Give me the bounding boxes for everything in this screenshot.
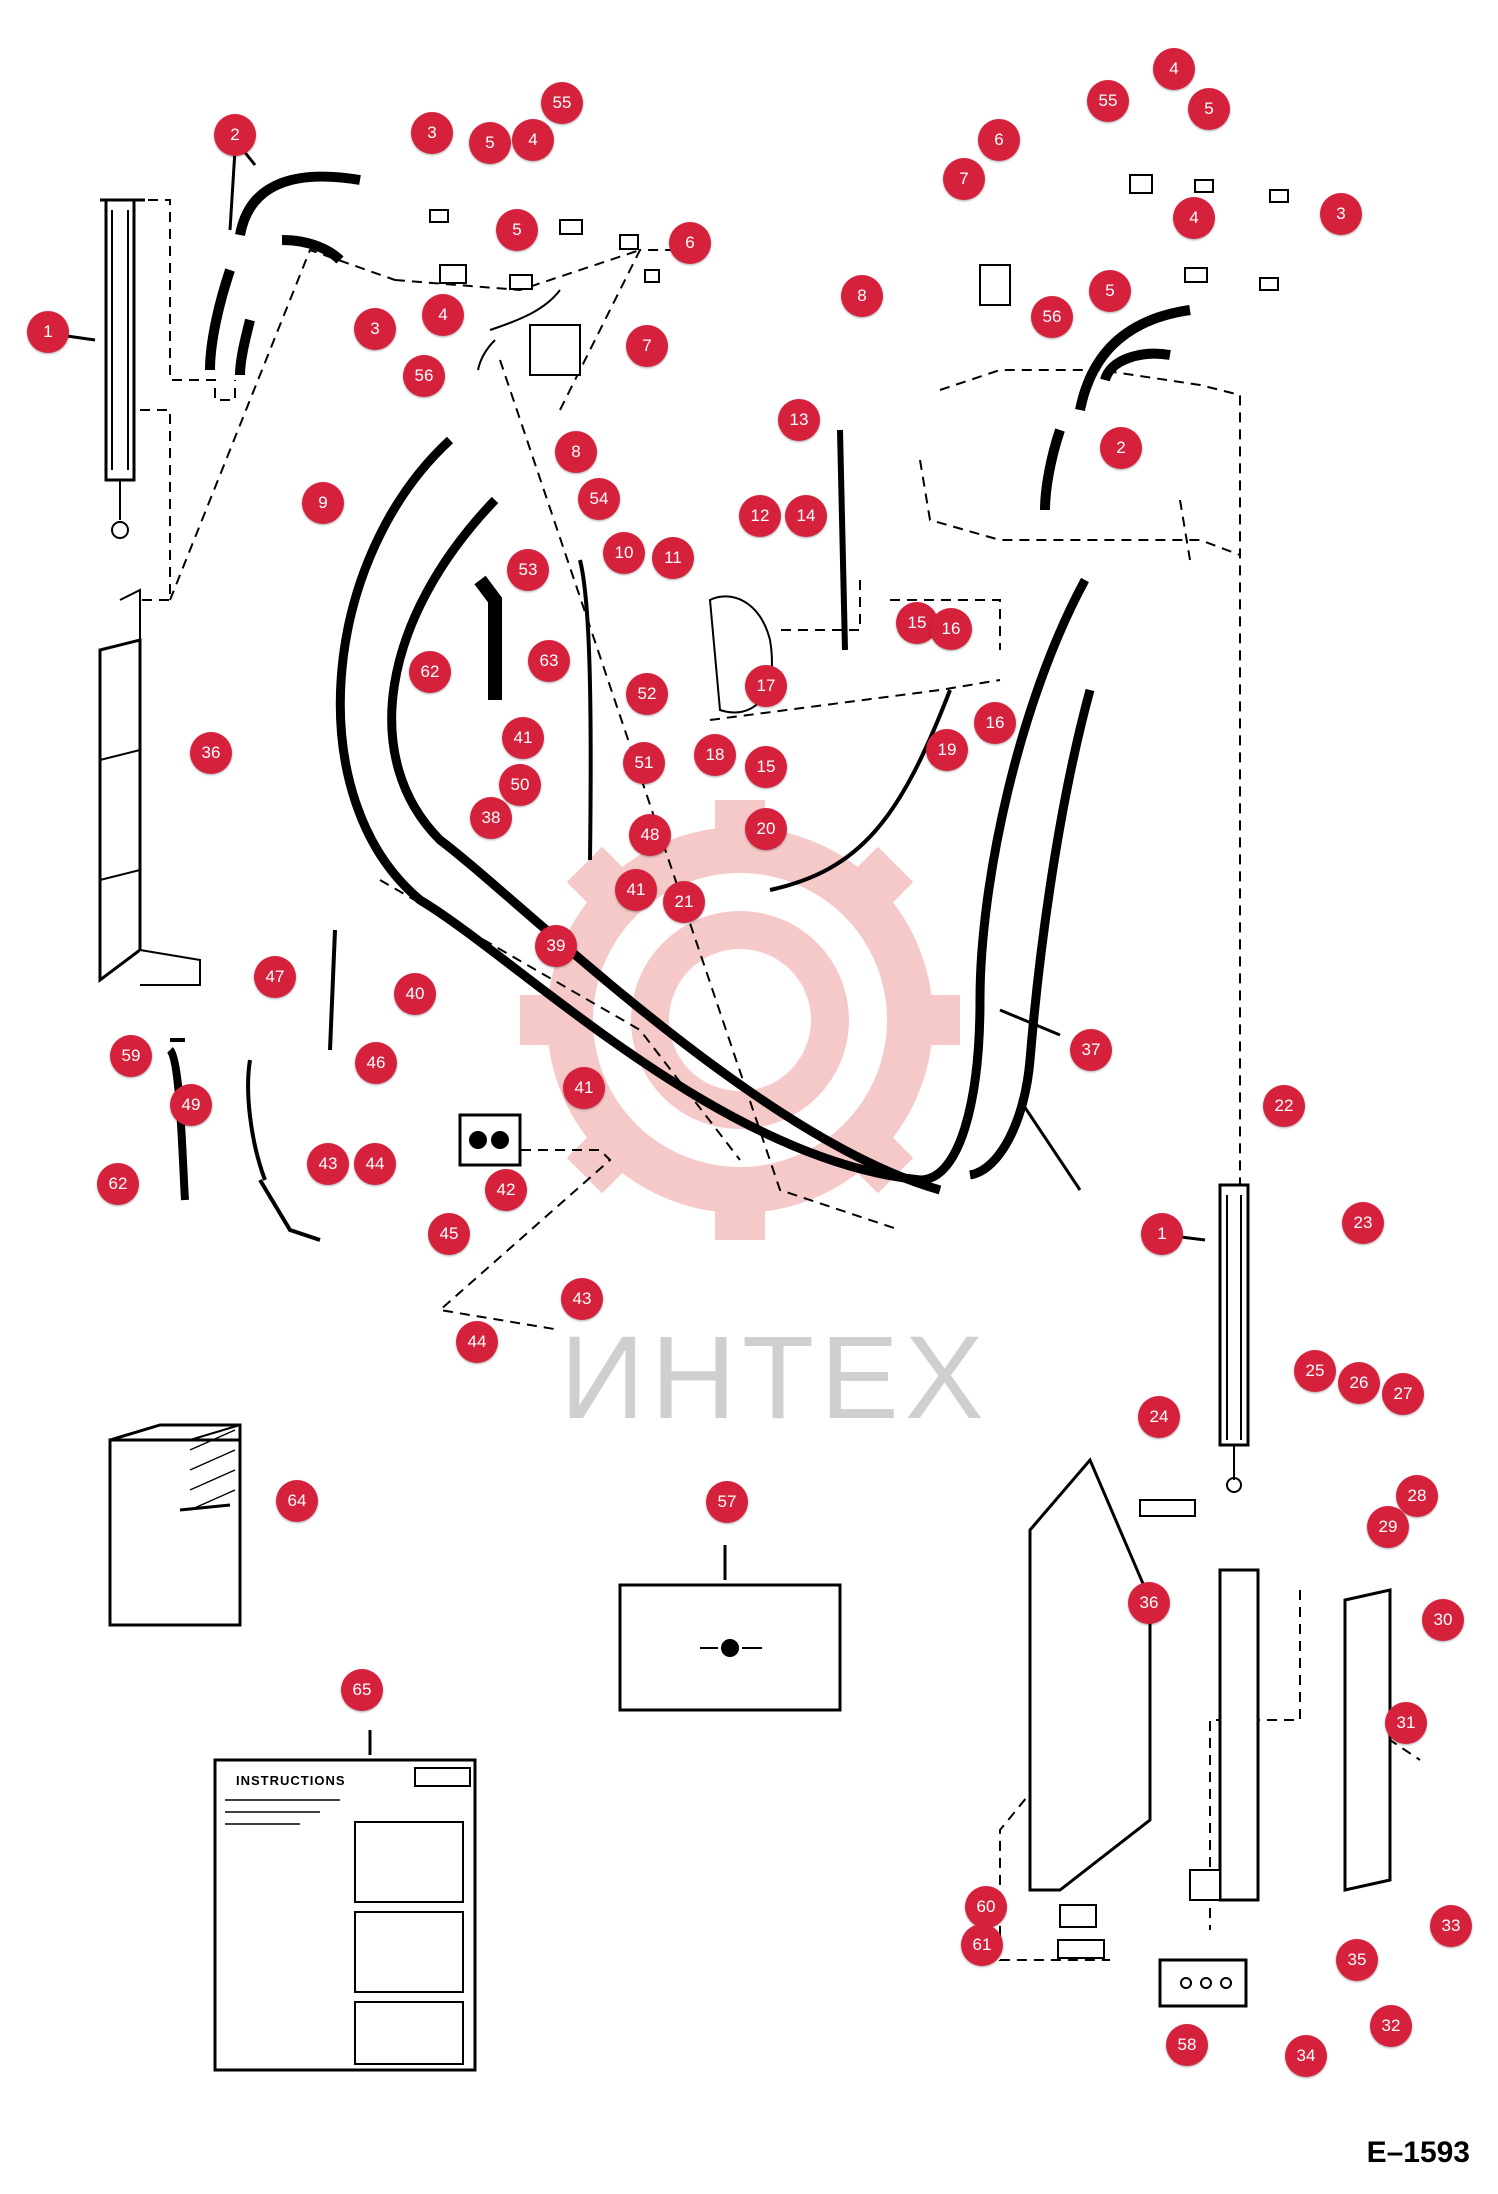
- callout-18[interactable]: 18: [694, 734, 736, 776]
- callout-15b[interactable]: 15: [745, 746, 787, 788]
- callout-7b[interactable]: 7: [943, 158, 985, 200]
- callout-55b[interactable]: 55: [1087, 80, 1129, 122]
- callout-20[interactable]: 20: [745, 808, 787, 850]
- callout-14[interactable]: 14: [785, 495, 827, 537]
- callout-63[interactable]: 63: [528, 640, 570, 682]
- callout-58[interactable]: 58: [1166, 2024, 1208, 2066]
- callout-5c[interactable]: 5: [1188, 88, 1230, 130]
- callout-2[interactable]: 2: [214, 114, 256, 156]
- callout-8b[interactable]: 8: [841, 275, 883, 317]
- callout-31[interactable]: 31: [1385, 1702, 1427, 1744]
- instructions-heading: INSTRUCTIONS: [236, 1773, 346, 1788]
- callout-2b[interactable]: 2: [1100, 427, 1142, 469]
- callout-16b[interactable]: 16: [974, 702, 1016, 744]
- callout-16[interactable]: 16: [930, 608, 972, 650]
- callout-43[interactable]: 43: [307, 1143, 349, 1185]
- callout-22[interactable]: 22: [1263, 1085, 1305, 1127]
- callout-35[interactable]: 35: [1336, 1939, 1378, 1981]
- callout-29[interactable]: 29: [1367, 1506, 1409, 1548]
- callout-9[interactable]: 9: [302, 482, 344, 524]
- callout-3b[interactable]: 3: [354, 308, 396, 350]
- callout-4[interactable]: 4: [512, 119, 554, 161]
- callout-13[interactable]: 13: [778, 399, 820, 441]
- callout-50[interactable]: 50: [499, 764, 541, 806]
- callout-51[interactable]: 51: [623, 742, 665, 784]
- callout-49[interactable]: 49: [170, 1084, 212, 1126]
- drawing-code: E–1593: [1366, 2136, 1470, 2169]
- callout-62b[interactable]: 62: [97, 1163, 139, 1205]
- callout-61[interactable]: 61: [961, 1924, 1003, 1966]
- callout-59[interactable]: 59: [110, 1035, 152, 1077]
- callout-48[interactable]: 48: [629, 814, 671, 856]
- callout-41c[interactable]: 41: [563, 1067, 605, 1109]
- callout-46[interactable]: 46: [355, 1042, 397, 1084]
- callout-44b[interactable]: 44: [456, 1321, 498, 1363]
- callout-3[interactable]: 3: [411, 112, 453, 154]
- callout-28[interactable]: 28: [1396, 1475, 1438, 1517]
- callout-32[interactable]: 32: [1370, 2005, 1412, 2047]
- callout-1b[interactable]: 1: [1141, 1213, 1183, 1255]
- callout-25[interactable]: 25: [1294, 1350, 1336, 1392]
- callout-12[interactable]: 12: [739, 495, 781, 537]
- callout-42[interactable]: 42: [485, 1169, 527, 1211]
- callout-44[interactable]: 44: [354, 1143, 396, 1185]
- callout-64[interactable]: 64: [276, 1480, 318, 1522]
- callout-17[interactable]: 17: [745, 665, 787, 707]
- callout-23[interactable]: 23: [1342, 1202, 1384, 1244]
- callout-56[interactable]: 56: [403, 355, 445, 397]
- callout-56b[interactable]: 56: [1031, 296, 1073, 338]
- callout-6b[interactable]: 6: [978, 119, 1020, 161]
- callout-5b[interactable]: 5: [496, 209, 538, 251]
- callout-65[interactable]: 65: [341, 1669, 383, 1711]
- callout-54[interactable]: 54: [578, 478, 620, 520]
- callout-27[interactable]: 27: [1382, 1373, 1424, 1415]
- callout-3c[interactable]: 3: [1320, 193, 1362, 235]
- callout-19[interactable]: 19: [926, 729, 968, 771]
- callout-34[interactable]: 34: [1285, 2035, 1327, 2077]
- callout-41[interactable]: 41: [502, 717, 544, 759]
- callout-57[interactable]: 57: [706, 1481, 748, 1523]
- callout-4b[interactable]: 4: [422, 294, 464, 336]
- callout-1[interactable]: 1: [27, 311, 69, 353]
- callout-21[interactable]: 21: [663, 881, 705, 923]
- callout-40[interactable]: 40: [394, 973, 436, 1015]
- callout-36b[interactable]: 36: [1128, 1582, 1170, 1624]
- callout-55[interactable]: 55: [541, 82, 583, 124]
- watermark-text: ИНТЕХ: [560, 1312, 990, 1444]
- callout-5[interactable]: 5: [469, 122, 511, 164]
- callout-39[interactable]: 39: [535, 925, 577, 967]
- callout-8[interactable]: 8: [555, 431, 597, 473]
- callout-53[interactable]: 53: [507, 549, 549, 591]
- callout-30[interactable]: 30: [1422, 1599, 1464, 1641]
- callout-45[interactable]: 45: [428, 1213, 470, 1255]
- callout-41b[interactable]: 41: [615, 869, 657, 911]
- callout-60[interactable]: 60: [965, 1886, 1007, 1928]
- callout-52[interactable]: 52: [626, 673, 668, 715]
- callout-36[interactable]: 36: [190, 732, 232, 774]
- callout-7[interactable]: 7: [626, 325, 668, 367]
- callout-26[interactable]: 26: [1338, 1362, 1380, 1404]
- callout-4c[interactable]: 4: [1153, 48, 1195, 90]
- callout-38[interactable]: 38: [470, 797, 512, 839]
- callout-43b[interactable]: 43: [561, 1278, 603, 1320]
- callout-6[interactable]: 6: [669, 222, 711, 264]
- callout-5d[interactable]: 5: [1089, 270, 1131, 312]
- callout-33[interactable]: 33: [1430, 1905, 1472, 1947]
- callout-47[interactable]: 47: [254, 956, 296, 998]
- callout-62[interactable]: 62: [409, 651, 451, 693]
- callout-24[interactable]: 24: [1138, 1396, 1180, 1438]
- callout-10[interactable]: 10: [603, 532, 645, 574]
- callout-11[interactable]: 11: [652, 537, 694, 579]
- callout-37[interactable]: 37: [1070, 1029, 1112, 1071]
- callout-4d[interactable]: 4: [1173, 197, 1215, 239]
